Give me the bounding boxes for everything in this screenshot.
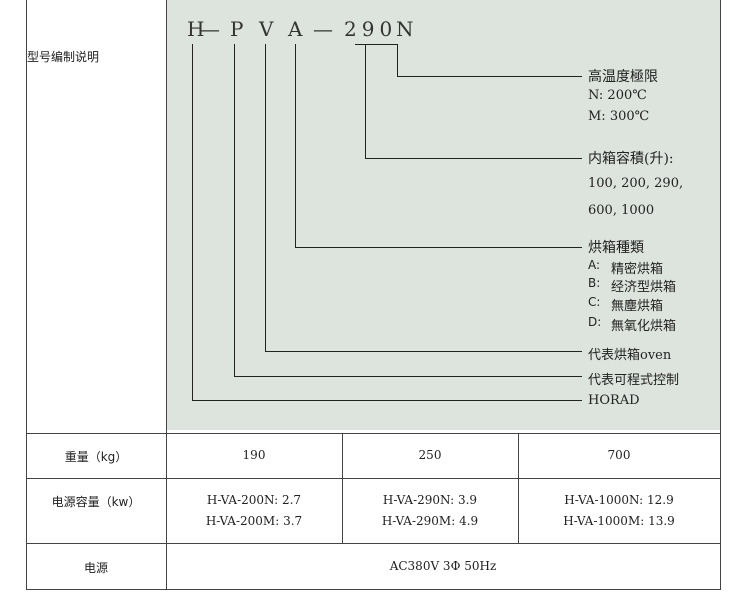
- connector-number-horizontal: [365, 158, 582, 159]
- weight-value-2: 250: [418, 448, 442, 462]
- table-bottom-border: [26, 589, 721, 590]
- p-meaning: 代表可程式控制: [588, 373, 680, 388]
- table-col-divider-1: [342, 433, 343, 543]
- number-underline: [355, 44, 398, 45]
- weight-label: 重量（kg）: [64, 450, 128, 464]
- h-meaning: HORAD: [588, 393, 640, 408]
- code-letter-v: V: [259, 17, 275, 41]
- oven-type-b-value: 经济型烘箱: [611, 280, 677, 295]
- power-capacity-200n: H-VA-200N: 2.7: [206, 493, 302, 507]
- oven-type-d-key: D:: [588, 315, 602, 329]
- oven-type-b-key: B:: [588, 276, 601, 290]
- oven-type-a-value: 精密烘箱: [611, 262, 664, 277]
- power-capacity-1000n: H-VA-1000N: 12.9: [564, 493, 674, 507]
- v-meaning: 代表烘箱oven: [588, 348, 672, 363]
- connector-v-horizontal: [265, 351, 582, 352]
- oven-type-a-key: A:: [588, 258, 601, 272]
- weight-value-3: 700: [607, 448, 631, 462]
- oven-type-title: 烘箱種類: [588, 240, 644, 256]
- power-capacity-290m: H-VA-290M: 4.9: [381, 514, 479, 528]
- connector-h-horizontal: [192, 400, 582, 401]
- model-code-diagram: H — P V A — 290 N 高温度極限 N: 200℃ M: 300℃ …: [167, 0, 720, 430]
- table-row-divider-3: [26, 543, 721, 544]
- power-capacity-200m: H-VA-200M: 3.7: [205, 514, 303, 528]
- capacity-title: 内箱容積(升):: [588, 151, 674, 167]
- model-section-label: 型号编制说明: [27, 50, 100, 64]
- code-dash-1: —: [200, 17, 221, 41]
- table-row-divider-2: [26, 478, 721, 479]
- connector-p-horizontal: [234, 376, 582, 377]
- oven-type-c-key: C:: [588, 295, 601, 309]
- connector-v-vertical: [265, 44, 266, 351]
- power-label: 电源: [83, 561, 108, 575]
- connector-number-vertical: [365, 44, 366, 158]
- oven-type-c-value: 無塵烘箱: [611, 299, 664, 314]
- code-letter-n: N: [396, 17, 415, 41]
- capacity-line-1: 100, 200, 290,: [588, 176, 684, 191]
- power-value: AC380V 3Φ 50Hz: [389, 559, 497, 573]
- table-label-divider: [166, 0, 167, 590]
- table-col-divider-2: [518, 433, 519, 543]
- table-row-divider-1: [26, 433, 721, 434]
- connector-a-horizontal: [295, 247, 582, 248]
- power-capacity-290n: H-VA-290N: 3.9: [382, 493, 478, 507]
- temperature-title: 高温度極限: [588, 69, 658, 85]
- connector-a-vertical: [295, 44, 296, 247]
- table-left-border: [26, 0, 27, 590]
- connector-h-vertical: [192, 44, 193, 400]
- temperature-n: N: 200℃: [588, 88, 647, 103]
- capacity-line-2: 600, 1000: [588, 203, 655, 218]
- code-letter-a: A: [288, 17, 304, 41]
- oven-type-d-value: 無氧化烘箱: [611, 319, 677, 334]
- code-dash-2: —: [313, 17, 334, 41]
- code-letter-h: H: [187, 17, 206, 41]
- table-right-border: [720, 0, 721, 590]
- connector-p-vertical: [234, 44, 235, 376]
- connector-n-vertical: [397, 44, 398, 76]
- code-letter-p: P: [230, 17, 245, 41]
- power-capacity-label: 电源容量（kw）: [51, 495, 141, 509]
- code-number: 290: [344, 17, 398, 41]
- connector-n-horizontal: [397, 76, 582, 77]
- weight-value-1: 190: [242, 448, 266, 462]
- power-capacity-1000m: H-VA-1000M: 13.9: [563, 514, 675, 528]
- temperature-m: M: 300℃: [588, 109, 650, 124]
